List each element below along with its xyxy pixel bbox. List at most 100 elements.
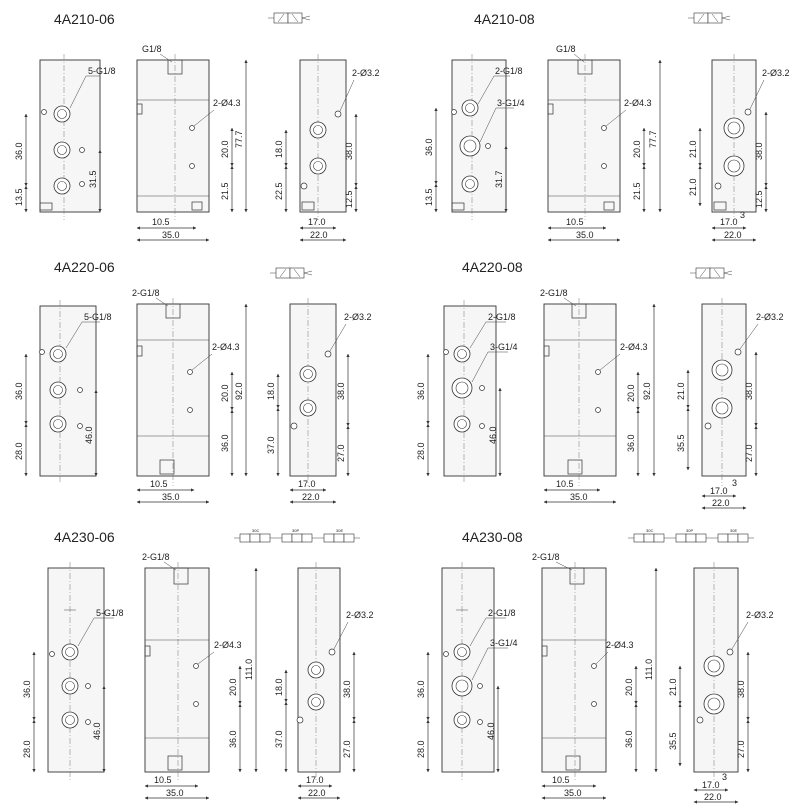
dimension-label: 21.0 (676, 382, 686, 400)
dimension-label: 2-Ø4.3 (606, 640, 634, 650)
valve-symbols-3pos: 30C 30P 30E (234, 528, 360, 543)
dimension-label: G1/8 (142, 44, 162, 54)
dimension-label: 13.5 (424, 188, 434, 206)
dimension-label: 22.0 (302, 492, 320, 502)
dimension-label: 22.0 (724, 230, 742, 240)
dimension-label: 35.0 (564, 788, 582, 798)
dimension-label: 17.0 (306, 775, 324, 785)
model-4a210-08: 4A210-08 2-G1/8 3-G1/4 36.0 13.5 31.7 (424, 11, 790, 242)
end-view: 2-Ø3.2 18.0 22.5 38.0 12.5 17.0 22.0 (274, 54, 380, 242)
front-view: 5-G1/8 36.0 28.0 46.0 (22, 562, 124, 780)
valve-symbol (270, 267, 313, 279)
valve-symbol (268, 12, 311, 24)
dimension-label: 21.0 (668, 678, 678, 696)
dimension-label: 28.0 (416, 740, 426, 758)
dimension-label: 27.0 (342, 740, 352, 758)
front-view: 2-G1/8 3-G1/4 36.0 28.0 46.0 (416, 562, 518, 780)
dimension-label: 111.0 (244, 659, 254, 680)
dimension-label: 5-G1/8 (84, 312, 112, 322)
dimension-label: 31.5 (88, 170, 98, 188)
dimension-label: 27.0 (336, 444, 346, 462)
dimension-label: 77.7 (648, 130, 658, 148)
side-view: 2-G1/8 2-Ø4.3 111.0 20.0 36.0 10.5 35.0 (142, 552, 258, 800)
dimension-label: 92.0 (642, 382, 652, 400)
dimension-label: 2-Ø4.3 (212, 342, 240, 352)
dimension-label: 22.5 (274, 182, 284, 200)
front-view: 5-G1/8 36.0 28.0 46.0 (14, 300, 112, 484)
dimension-label: 35.0 (570, 492, 588, 502)
dimension-label: 21.5 (220, 182, 230, 200)
dimension-label: 18.0 (274, 678, 284, 696)
dimension-label: 12.5 (754, 190, 764, 208)
dimension-label: 2-G1/8 (488, 312, 516, 322)
dimension-label: 20.0 (632, 140, 642, 158)
end-view: 2-Ø3.2 21.0 21.0 38.0 12.5 3 17.0 22.0 (688, 54, 790, 242)
dimension-label: 28.0 (14, 442, 24, 460)
dimension-label: 31.7 (494, 170, 504, 188)
symbol-30e: 30E (318, 528, 360, 543)
end-view: 2-Ø3.2 21.0 35.5 38.0 27.0 3 17.0 22.0 (668, 562, 774, 804)
dimension-label: 27.0 (744, 444, 754, 462)
dimension-label: 2-G1/8 (532, 552, 560, 562)
front-view: 2-G1/8 3-G1/4 36.0 28.0 46.0 (416, 300, 518, 484)
dimension-label: 20.0 (220, 140, 230, 158)
symbol-30p: 30P (670, 528, 712, 543)
dimension-label: 35.5 (676, 434, 686, 452)
dimension-label: 17.0 (710, 486, 728, 496)
dimension-label: 10.5 (152, 217, 170, 227)
dimension-label: 36.0 (424, 138, 434, 156)
dimension-label: 3 (740, 210, 745, 220)
dimension-label: 22.0 (704, 792, 722, 802)
model-title: 4A230-08 (462, 529, 523, 545)
dimension-label: 36.0 (14, 382, 24, 400)
dimension-label: 3-G1/4 (497, 98, 525, 108)
dimension-label: 35.0 (166, 788, 184, 798)
model-4a220-06: 4A220-06 5-G1/8 36.0 28.0 46.0 (14, 259, 372, 504)
dimension-label: 28.0 (416, 442, 426, 460)
front-view: 2-G1/8 3-G1/4 36.0 13.5 31.7 (424, 54, 525, 220)
dimension-label: 36.0 (22, 680, 32, 698)
side-view: G1/8 2-Ø4.3 77.7 20.0 21.5 10.5 35.0 (547, 44, 662, 242)
dimension-label: 36.0 (416, 382, 426, 400)
dimension-label: 20.0 (626, 384, 636, 402)
dimension-label: 36.0 (624, 730, 634, 748)
dimension-label: 3 (732, 478, 737, 488)
dimension-label: 12.5 (344, 190, 354, 208)
dimension-label: 37.0 (266, 436, 276, 454)
valve-symbol (690, 267, 733, 279)
dimension-label: 22.0 (712, 498, 730, 508)
end-view: 2-Ø3.2 18.0 37.0 38.0 27.0 17.0 22.0 (274, 562, 374, 800)
symbol-label: 30P (686, 528, 693, 533)
dimension-label: 46.0 (84, 426, 94, 444)
dimension-label: 17.0 (720, 217, 738, 227)
dimension-label: 22.0 (308, 788, 326, 798)
symbol-30e: 30E (712, 528, 754, 543)
dimension-label: 27.0 (736, 740, 746, 758)
dimension-label: 36.0 (228, 730, 238, 748)
dimension-label: 38.0 (344, 142, 354, 160)
dimension-label: G1/8 (556, 44, 576, 54)
symbol-30c: 30C (234, 528, 276, 543)
dimension-label: 2-Ø3.2 (346, 610, 374, 620)
dimension-label: 2-Ø3.2 (762, 68, 790, 78)
dimension-label: 10.5 (552, 775, 570, 785)
dimension-label: 21.0 (688, 140, 698, 158)
dimension-label: 21.5 (632, 182, 642, 200)
dimension-label: 3-G1/4 (490, 638, 518, 648)
dimension-label: 38.0 (736, 680, 746, 698)
dimension-label: 17.0 (308, 217, 326, 227)
side-view: 2-G1/8 2-Ø4.3 92.0 20.0 36.0 10.5 35.0 (540, 288, 656, 504)
dimension-label: 2-Ø3.2 (746, 610, 774, 620)
front-view: 5-G1/8 36.0 13.5 31.5 (14, 54, 116, 220)
dimension-label: 2-G1/8 (142, 552, 170, 562)
dimension-label: 2-Ø3.2 (756, 312, 784, 322)
dimension-label: 35.0 (162, 230, 180, 240)
end-view: 2-Ø3.2 18.0 37.0 38.0 27.0 17.0 22.0 (266, 298, 372, 504)
dimension-label: 2-G1/8 (132, 288, 160, 298)
dimension-label: 20.0 (228, 678, 238, 696)
dimension-label: 3-G1/4 (490, 342, 518, 352)
model-title: 4A220-06 (54, 259, 115, 275)
side-view: 2-G1/8 2-Ø4.3 92.0 20.0 36.0 10.5 35.0 (132, 288, 248, 504)
dimension-label: 35.0 (162, 492, 180, 502)
model-4a220-08: 4A220-08 2-G1/8 3-G1/4 36.0 28.0 46.0 (416, 259, 784, 510)
